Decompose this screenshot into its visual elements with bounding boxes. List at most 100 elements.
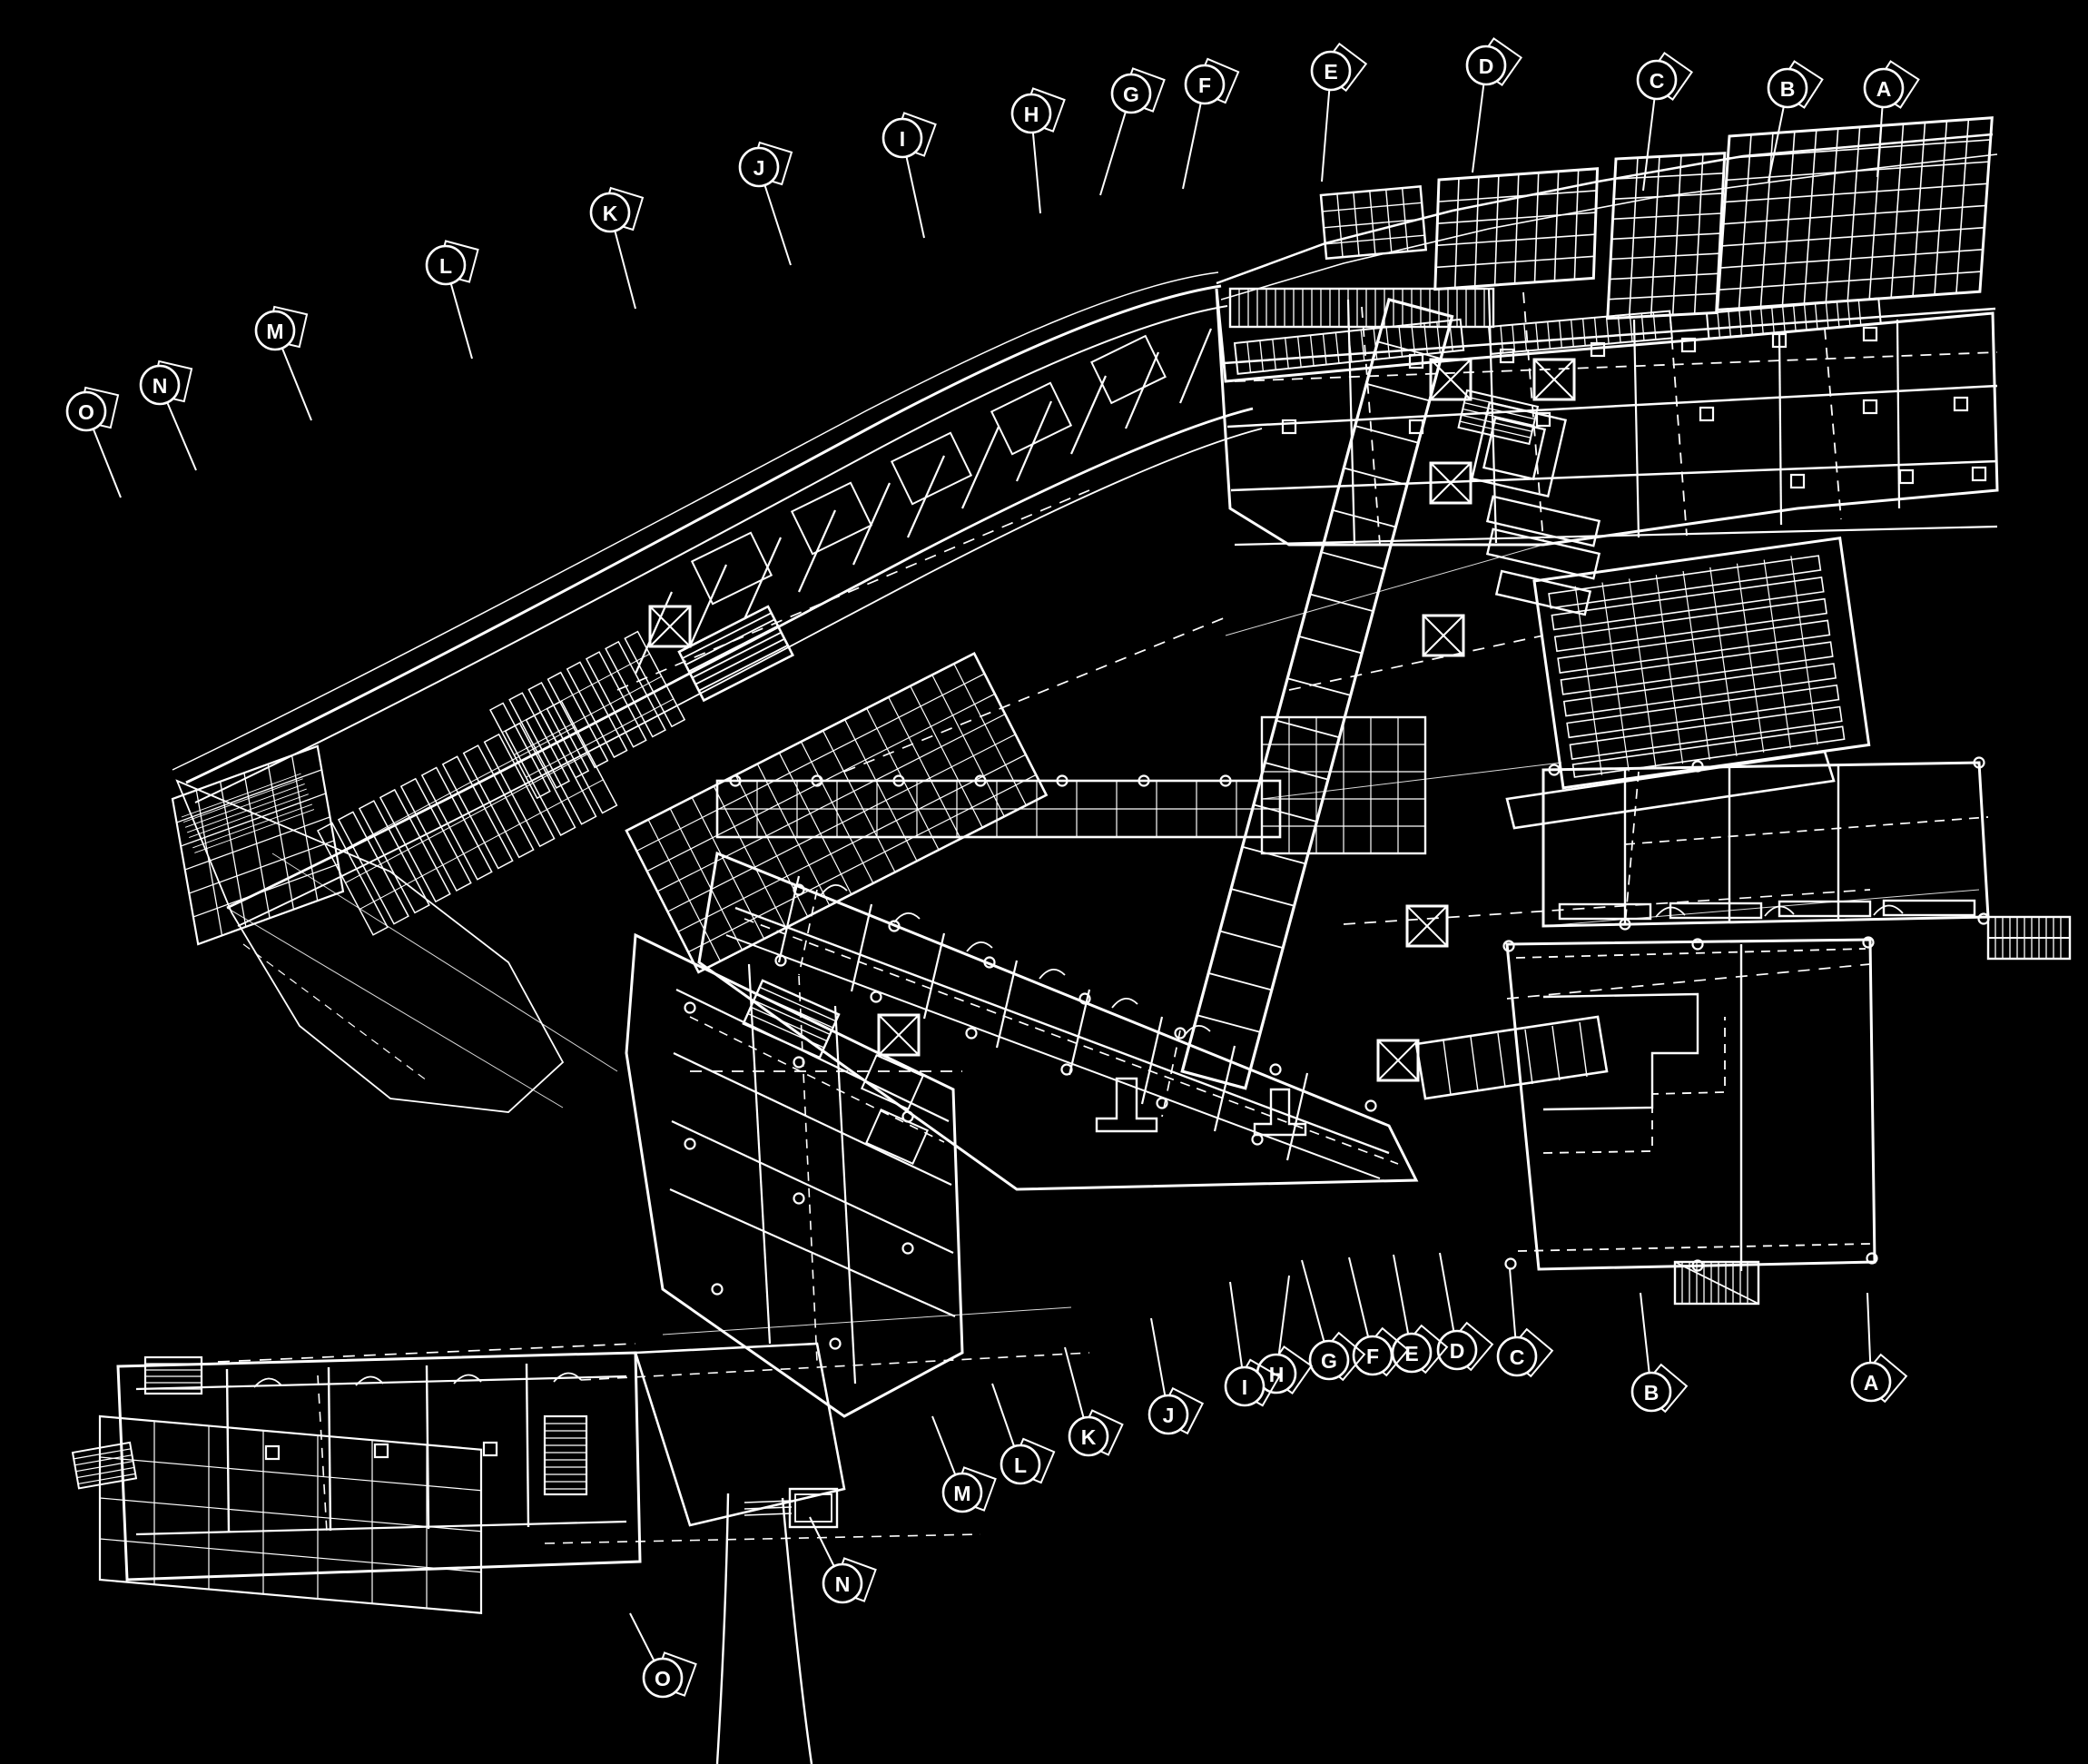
marker-letter: E [1404, 1342, 1418, 1365]
marker-bubble[interactable] [589, 192, 631, 233]
marker-letter: C [1510, 1345, 1525, 1369]
southwest-forecourt-grid [98, 1414, 483, 1614]
construction-lines [226, 544, 1980, 1335]
grid-marker-bottom-o[interactable]: O [629, 1612, 706, 1706]
marker-letter: J [1163, 1404, 1175, 1427]
marker-letter: M [266, 320, 283, 343]
grid-marker-top-e[interactable]: E [1310, 41, 1369, 182]
west-paving-grid [171, 744, 345, 946]
marker-bubble[interactable] [1068, 1415, 1109, 1457]
marker-bubble[interactable] [1352, 1335, 1394, 1376]
grid-marker-top-m[interactable]: M [254, 294, 320, 421]
marker-letter: D [1479, 54, 1494, 78]
marker-letter: O [655, 1667, 671, 1690]
marker-bubble[interactable] [1465, 44, 1507, 86]
grid-marker-bottom-c[interactable]: C [1496, 1267, 1554, 1378]
marker-bubble[interactable] [642, 1657, 684, 1699]
marker-bubble[interactable] [1630, 1371, 1672, 1413]
south-central-block [625, 932, 964, 1418]
grid-marker-bottom-f[interactable]: F [1348, 1256, 1410, 1377]
marker-bubble[interactable] [1184, 64, 1226, 105]
grid-marker-bottom-b[interactable]: B [1630, 1292, 1689, 1414]
grid-marker-top-c[interactable]: C [1636, 49, 1696, 192]
marker-letter: L [439, 254, 452, 278]
grid-marker-bottom-h[interactable]: H [1256, 1275, 1315, 1397]
grid-marker-bottom-k[interactable]: K [1064, 1346, 1130, 1463]
grid-marker-top-i[interactable]: I [881, 103, 945, 239]
marker-letter: A [1876, 77, 1892, 101]
grid-marker-top-j[interactable]: J [738, 132, 803, 266]
grid-marker-bottom-d[interactable]: D [1436, 1252, 1494, 1372]
marker-bubble[interactable] [1767, 67, 1808, 109]
marker-bubble[interactable] [1010, 93, 1052, 134]
marker-letter: G [1321, 1349, 1337, 1373]
marker-bubble[interactable] [65, 390, 107, 432]
marker-letter: J [753, 156, 765, 180]
marker-letter: M [953, 1482, 970, 1505]
grid-markers-top[interactable]: A B C D EF G H I J K L M NO [65, 34, 1924, 498]
grid-marker-top-d[interactable]: D [1465, 34, 1525, 173]
southwest-annex [71, 1351, 1090, 1614]
marker-bubble[interactable] [881, 117, 923, 159]
marker-bubble[interactable] [1000, 1444, 1041, 1485]
marker-bubble[interactable] [1308, 1339, 1350, 1381]
marker-bubble[interactable] [1863, 67, 1905, 109]
marker-letter: I [900, 127, 905, 151]
marker-bubble[interactable] [738, 146, 780, 188]
marker-letter: F [1366, 1345, 1379, 1368]
grid-marker-bottom-a[interactable]: A [1850, 1292, 1908, 1404]
grid-marker-bottom-m[interactable]: M [931, 1415, 1006, 1521]
grid-marker-bottom-n[interactable]: N [809, 1516, 886, 1611]
northwest-seating-rows [316, 630, 686, 936]
east-annex [1541, 756, 2072, 961]
grid-marker-top-n[interactable]: N [139, 349, 204, 471]
grid-marker-top-f[interactable]: F [1182, 50, 1247, 190]
marker-letter: N [153, 374, 168, 398]
marker-letter: C [1650, 69, 1665, 93]
marker-bubble[interactable] [941, 1472, 983, 1513]
marker-letter: G [1123, 83, 1139, 106]
marker-bubble[interactable] [254, 310, 296, 351]
marker-bubble[interactable] [1147, 1394, 1189, 1435]
grid-markers-bottom[interactable]: A B C D E F GHI J K L M N O [629, 1252, 1908, 1706]
marker-bubble[interactable] [1496, 1335, 1538, 1377]
grid-marker-top-k[interactable]: K [589, 177, 654, 310]
grid-marker-bottom-l[interactable]: L [991, 1383, 1063, 1492]
grid-marker-top-a[interactable]: A [1863, 56, 1924, 178]
marker-letter: B [1780, 77, 1796, 101]
grid-marker-top-h[interactable]: H [1010, 78, 1074, 214]
grid-marker-top-b[interactable]: B [1767, 56, 1827, 182]
southeast-court-block [1502, 936, 1878, 1306]
marker-letter: K [1081, 1425, 1097, 1449]
south-wing [697, 851, 1419, 1191]
grid-marker-top-g[interactable]: G [1099, 58, 1175, 196]
site-projection-lines [217, 489, 1871, 1363]
grid-marker-bottom-i[interactable]: I [1224, 1281, 1285, 1412]
grid-marker-bottom-j[interactable]: J [1147, 1317, 1210, 1441]
marker-bubble[interactable] [1224, 1365, 1266, 1407]
marker-bubble[interactable] [1110, 73, 1152, 114]
marker-bubble[interactable] [1636, 59, 1678, 101]
northeast-terrace-grids [1216, 116, 1998, 320]
grid-marker-bottom-e[interactable]: E [1391, 1254, 1449, 1375]
central-east-link [1376, 1015, 1609, 1100]
marker-bubble[interactable] [822, 1562, 863, 1604]
grid-marker-top-o[interactable]: O [65, 375, 131, 498]
marker-letter: L [1014, 1454, 1027, 1477]
south-link-and-road [634, 1342, 846, 1764]
north-balustrade-hatching [1228, 287, 1882, 375]
marker-bubble[interactable] [1850, 1361, 1892, 1403]
marker-letter: D [1450, 1339, 1465, 1363]
marker-bubble[interactable] [1310, 50, 1352, 92]
grid-marker-top-l[interactable]: L [425, 229, 489, 360]
marker-letter: I [1242, 1375, 1247, 1399]
grid-marker-bottom-g[interactable]: G [1301, 1259, 1366, 1382]
northwest-wing [171, 271, 1263, 1113]
marker-bubble[interactable] [425, 244, 467, 286]
marker-bubble[interactable] [1436, 1329, 1478, 1371]
marker-letter: B [1644, 1381, 1660, 1404]
east-auditorium-seating [1505, 536, 1871, 830]
marker-bubble[interactable] [139, 364, 181, 406]
